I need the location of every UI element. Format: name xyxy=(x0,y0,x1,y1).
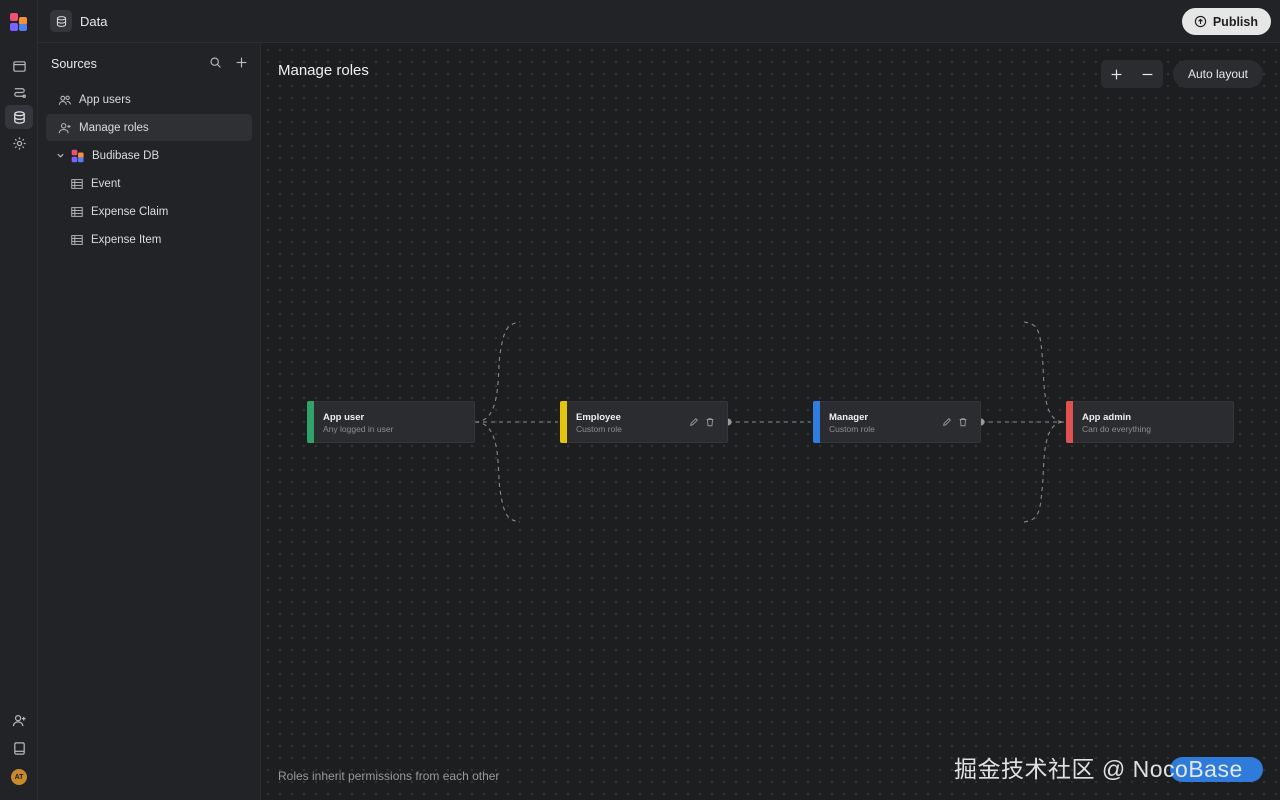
help-button[interactable] xyxy=(1170,757,1263,782)
section-title: Data xyxy=(80,14,108,29)
pencil-icon[interactable] xyxy=(942,417,952,427)
automation-nav-button[interactable] xyxy=(5,80,33,104)
user-plus-icon xyxy=(12,714,26,726)
inheritance-note: Roles inherit permissions from each othe… xyxy=(278,769,500,783)
sources-sidebar: Sources App users Manage roles xyxy=(38,43,261,800)
publish-button[interactable]: Publish xyxy=(1181,8,1271,35)
role-color-bar xyxy=(307,401,314,443)
users-icon xyxy=(57,92,73,108)
sidebar-item-label: Event xyxy=(91,177,121,190)
zoom-controls xyxy=(1101,60,1163,88)
user-plus-icon xyxy=(57,120,73,136)
sidebar-item-expense-item[interactable]: Expense Item xyxy=(46,226,252,253)
minus-icon xyxy=(1142,73,1153,75)
docs-button[interactable] xyxy=(5,736,33,760)
sidebar-item-label: App users xyxy=(79,93,131,106)
chevron-down-icon[interactable] xyxy=(56,151,66,161)
role-color-bar xyxy=(560,401,567,443)
role-actions xyxy=(689,417,715,427)
roles-canvas[interactable]: Manage roles Auto layout xyxy=(262,44,1280,800)
watermark: 掘金技术社区 @ NocoBase xyxy=(954,756,1243,782)
role-description: Any logged in user xyxy=(323,424,394,434)
trash-icon[interactable] xyxy=(958,417,968,427)
sidebar-item-event[interactable]: Event xyxy=(46,170,252,197)
edge-manager-admin-bottom xyxy=(1023,421,1065,523)
design-nav-button[interactable] xyxy=(5,54,33,78)
left-rail: AT xyxy=(0,0,38,800)
role-name: Manager xyxy=(829,412,869,423)
zoom-in-button[interactable] xyxy=(1101,60,1132,88)
trash-icon[interactable] xyxy=(705,417,715,427)
sidebar-item-expense-claim[interactable]: Expense Claim xyxy=(46,198,252,225)
budibase-logo-icon xyxy=(70,148,86,164)
avatar[interactable]: AT xyxy=(11,769,27,785)
zoom-out-button[interactable] xyxy=(1132,60,1163,88)
role-node-manager[interactable]: Manager Custom role xyxy=(813,401,981,443)
sidebar-item-app-users[interactable]: App users xyxy=(46,86,252,113)
gear-icon xyxy=(12,136,26,150)
role-name: App user xyxy=(323,412,365,423)
sidebar-item-label: Expense Item xyxy=(91,233,162,246)
role-node-app-user[interactable]: App user Any logged in user xyxy=(307,401,475,443)
sources-heading: Sources xyxy=(51,57,97,71)
table-icon xyxy=(69,204,85,220)
invite-user-button[interactable] xyxy=(5,708,33,732)
role-description: Custom role xyxy=(576,424,622,434)
table-icon xyxy=(69,176,85,192)
edge-app-user-employee-top xyxy=(474,321,521,423)
sources-toolbar xyxy=(208,55,248,69)
publish-label: Publish xyxy=(1212,14,1258,29)
route-icon xyxy=(13,87,26,98)
role-name: App admin xyxy=(1082,412,1132,423)
pencil-icon[interactable] xyxy=(689,417,699,427)
sidebar-item-manage-roles[interactable]: Manage roles xyxy=(46,114,252,141)
data-nav-button[interactable] xyxy=(5,105,33,129)
add-source-icon[interactable] xyxy=(234,55,248,69)
top-bar: Data Publish xyxy=(38,0,1280,43)
role-description: Custom role xyxy=(829,424,875,434)
role-color-bar xyxy=(813,401,820,443)
edge-manager-admin-top xyxy=(1023,321,1065,423)
browser-window-icon xyxy=(12,60,26,72)
sidebar-item-budibase-db[interactable]: Budibase DB xyxy=(46,142,252,169)
upload-circle-icon xyxy=(1194,15,1207,28)
sidebar-item-label: Expense Claim xyxy=(91,205,169,218)
role-name: Employee xyxy=(576,412,621,423)
role-node-employee[interactable]: Employee Custom role xyxy=(560,401,728,443)
sidebar-item-label: Manage roles xyxy=(79,121,149,134)
database-icon xyxy=(13,110,25,124)
budibase-logo-icon[interactable] xyxy=(9,12,29,32)
search-icon[interactable] xyxy=(208,55,222,69)
role-color-bar xyxy=(1066,401,1073,443)
role-node-app-admin[interactable]: App admin Can do everything xyxy=(1066,401,1234,443)
table-icon xyxy=(69,232,85,248)
plus-icon xyxy=(1111,69,1122,79)
settings-nav-button[interactable] xyxy=(5,131,33,155)
database-icon xyxy=(50,10,72,32)
book-icon xyxy=(13,741,25,755)
page-title: Manage roles xyxy=(278,62,369,79)
sidebar-item-label: Budibase DB xyxy=(92,149,160,162)
role-description: Can do everything xyxy=(1082,424,1151,434)
role-actions xyxy=(942,417,968,427)
edge-app-user-employee-bottom xyxy=(474,421,521,523)
auto-layout-button[interactable]: Auto layout xyxy=(1173,60,1263,88)
